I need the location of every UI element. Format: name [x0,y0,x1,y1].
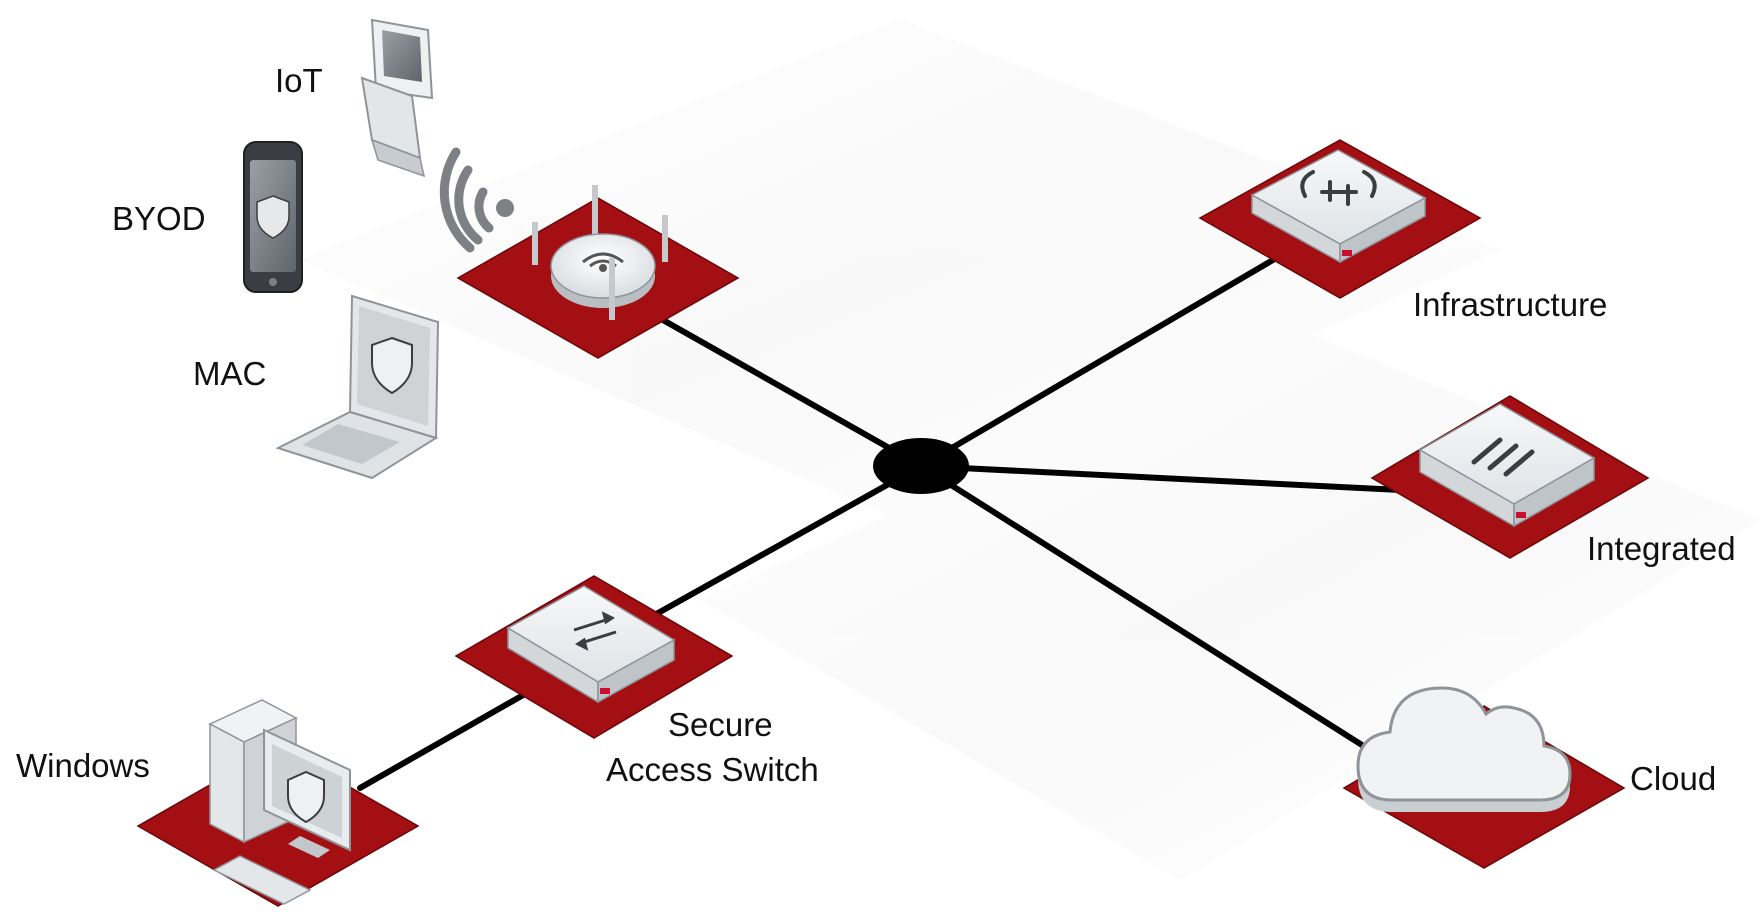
desktop-computer-icon [208,699,351,905]
secure-access-switch-label-line2: Access Switch [606,751,819,788]
integrated-appliance-icon [1418,403,1596,528]
byod-smartphone: BYOD [112,141,303,293]
integrated-node: Integrated [1370,395,1736,567]
link-wireless-ap [637,304,924,469]
windows-node: Windows [16,699,420,907]
wireless-access-point-icon [532,185,668,320]
secure-access-switch-node: Secure Access Switch [454,575,819,788]
mac-laptop: MAC [193,294,440,480]
secure-access-switch-label-line1: Secure [668,706,773,743]
iot-label: IoT [275,62,323,99]
kiosk-icon [360,18,434,178]
network-switch-icon [506,585,676,704]
link-windows [357,687,535,791]
link-cloud [918,463,1395,767]
wireless-ap-node [456,185,740,359]
windows-label: Windows [16,747,150,784]
cloud-label: Cloud [1630,760,1716,797]
link-infrastructure [918,247,1293,469]
cloud-icon [1356,686,1572,812]
smartphone-icon [243,141,303,293]
laptop-icon [275,294,440,480]
link-secure-access-switch [639,463,924,625]
iot-kiosk: IoT [275,18,434,178]
network-links [357,247,1443,791]
wifi-signal-icon [439,147,514,253]
infrastructure-label: Infrastructure [1413,286,1607,323]
byod-label: BYOD [112,200,206,237]
firewall-appliance-icon [1250,149,1427,264]
infrastructure-node: Infrastructure [1198,139,1607,323]
mac-label: MAC [193,355,266,392]
integrated-label: Integrated [1587,530,1736,567]
network-hub [873,438,969,494]
link-integrated [918,463,1443,495]
cloud-node: Cloud [1342,686,1716,869]
